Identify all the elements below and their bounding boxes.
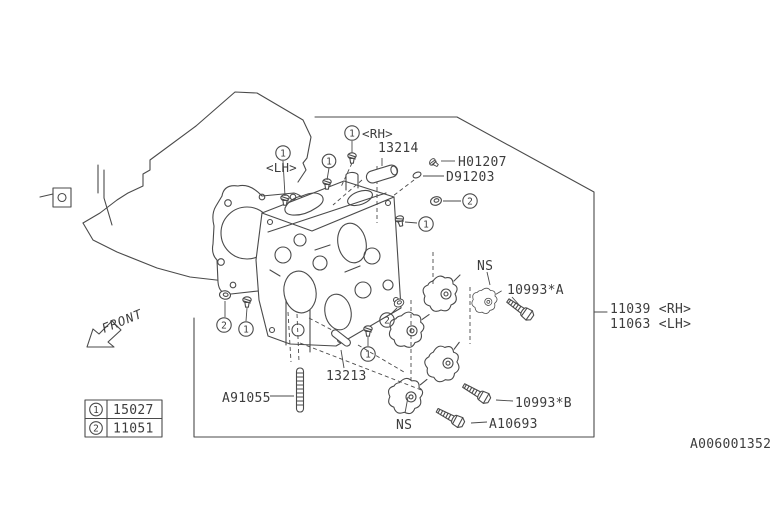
callout-2-mid: 2 [379,312,395,328]
callout-2-left: 2 [216,317,232,333]
callout-1-bottom-mid: 1 [360,346,376,362]
svg-text:1: 1 [243,324,249,335]
washer-d91203 [412,171,422,179]
label-a10693: A10693 [489,417,538,432]
clamp-ns-top [468,284,502,317]
label-lh-tag: <LH> [266,160,297,175]
pin-13214 [365,164,399,184]
svg-text:1: 1 [365,349,371,360]
label-11063-lh: 11063 <LH> [610,317,691,332]
part-labels: <LH> <RH> 13214 H01207 D91203 NS 10993*A… [222,126,691,433]
svg-text:2: 2 [93,423,99,434]
cylinder-head [255,171,402,353]
svg-text:2: 2 [221,320,227,331]
plug-top [429,194,443,208]
callout-1-bottom-left: 1 [238,321,254,337]
label-10993b: 10993*B [515,396,572,411]
callout-1-rh: 1 [344,125,360,141]
legend-table: 1 2 15027 11051 [84,399,163,438]
label-13213: 13213 [326,369,367,384]
bolt-a10693 [433,404,467,430]
svg-text:2: 2 [384,315,390,326]
legend-symbol-2: 2 [89,421,103,435]
label-d91203: D91203 [446,170,495,185]
label-rh-tag: <RH> [362,126,393,141]
label-13214: 13214 [378,141,419,156]
callout-1-top: 1 [321,153,337,169]
svg-text:1: 1 [423,219,429,230]
bolt-left-bottom [242,296,252,308]
label-11039-rh: 11039 <RH> [610,302,691,317]
svg-text:1: 1 [326,156,332,167]
front-label: FRONT [100,306,146,336]
label-10993a: 10993*A [507,283,564,298]
front-arrow-icon [86,320,122,348]
stud-a91055 [295,367,305,413]
label-ns-top: NS [477,259,493,274]
svg-text:2: 2 [467,196,473,207]
callouts: 1 1 1 1 1 1 2 2 2 [216,125,478,362]
legend-part-11051: 11051 [113,422,154,437]
label-a91055: A91055 [222,391,271,406]
bolt-10993b [460,380,493,406]
front-indicator: FRONT [86,306,146,348]
label-h01207: H01207 [458,155,507,170]
dashed-construction-lines [287,162,471,392]
leader-lines [224,141,522,424]
label-ns-bottom: NS [396,418,412,433]
bolt-rh [347,152,357,164]
legend-symbol-1: 1 [89,402,103,417]
svg-text:1: 1 [93,405,99,416]
svg-text:1: 1 [349,128,355,139]
group-bracket [193,116,608,438]
bolt-bottom-mid [363,325,373,337]
bolt-10993a [504,295,536,323]
callout-2-top: 2 [462,193,478,209]
callout-1-lh: 1 [275,145,291,161]
diagram-code: A006001352 [690,437,771,452]
callout-1-right: 1 [418,216,434,232]
svg-text:1: 1 [280,148,286,159]
legend-part-15027: 15027 [113,403,154,418]
engine-block-outline [39,91,312,282]
bolt-h01207 [427,157,441,169]
